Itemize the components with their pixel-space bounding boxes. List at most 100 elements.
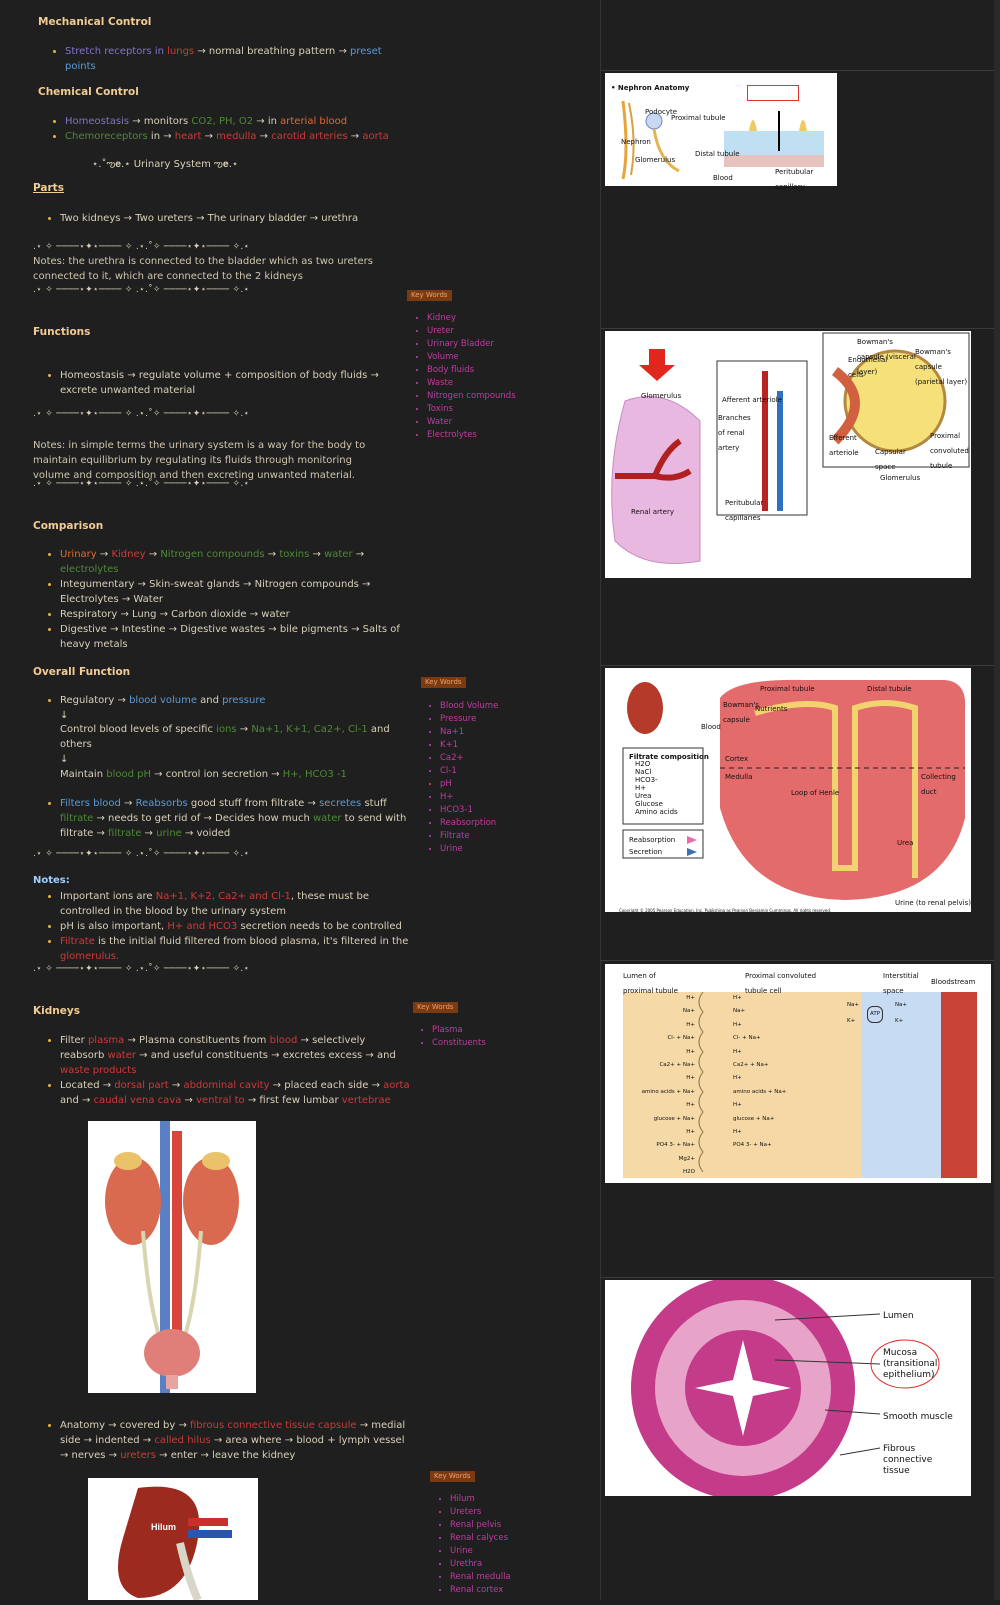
text-segment: →: [352, 549, 365, 560]
text-segment: →: [120, 798, 136, 809]
text-segment: water: [324, 549, 353, 560]
text-segment: filtrate: [60, 813, 94, 824]
label-text: Blood: [701, 723, 721, 731]
text-segment: arterial blood: [280, 116, 348, 127]
keyword-item: Constituents: [432, 1037, 486, 1050]
text-segment: CO2, PH, O2: [191, 116, 254, 127]
keywords-list: HilumUretersRenal pelvisRenal calycesUri…: [430, 1493, 511, 1597]
parts-heading: Parts: [33, 182, 64, 194]
note-paragraph: Notes: in simple terms the urinary syste…: [33, 440, 366, 481]
list-item: Two kidneys → Two ureters → The urinary …: [60, 211, 400, 226]
legend-box: [747, 85, 799, 101]
keywords-tag: Key Words: [421, 677, 466, 688]
text-segment: H+ and HCO3: [167, 921, 238, 932]
text-segment: medulla: [216, 131, 257, 142]
text-segment: aorta: [383, 1080, 410, 1091]
transport-row: H+: [686, 1129, 695, 1136]
text-segment: abdominal cavity: [183, 1080, 270, 1091]
keyword-item: Cl-1: [440, 765, 498, 778]
text-segment: Stretch receptors in: [65, 46, 168, 57]
text-segment: and others: [60, 724, 390, 750]
text-segment: glomerulus.: [60, 951, 120, 962]
filtrate-item: NaCl: [635, 768, 652, 776]
pump-label: K+: [895, 1018, 904, 1024]
text-segment: blood volume: [129, 695, 197, 706]
label-text: Urea: [897, 839, 914, 847]
list-item: Integumentary → Skin-sweat glands → Nitr…: [60, 577, 410, 607]
label-text: Medulla: [725, 773, 753, 781]
keyword-item: Hilum: [450, 1493, 511, 1506]
transport-row: glucose + Na+: [653, 1115, 695, 1122]
text-segment: Anatomy → covered by →: [60, 1420, 190, 1431]
section-title-urinary-system: ⋆.˚ఌ𝐞.⋆ Urinary System ఌ𝐞.⋆: [92, 159, 239, 170]
keywords-list: KidneyUreterUrinary BladderVolumeBody fl…: [407, 312, 516, 442]
keyword-item: Kidney: [427, 312, 516, 325]
text-segment: →: [181, 1095, 197, 1106]
text-segment: called hilus: [154, 1435, 211, 1446]
glomerulus-diagram: [611, 332, 970, 564]
text-segment: and →: [60, 1095, 94, 1106]
keywords-column: Key Words KidneyUreterUrinary BladderVol…: [400, 0, 600, 1600]
notes-column: Mechanical Control Stretch receptors in …: [0, 0, 410, 1602]
text-segment: water: [107, 1050, 137, 1061]
label-text: Renal artery: [631, 508, 674, 516]
legend-secretion: Secretion: [629, 848, 663, 856]
column-header: Bloodstream: [931, 978, 976, 986]
comparison-list: Urinary → Kidney → Nitrogen compounds → …: [35, 547, 410, 652]
text-segment: and: [197, 695, 223, 706]
list-item: Filters blood → Reabsorbs good stuff fro…: [60, 796, 410, 841]
transport-row: Na+: [733, 1008, 746, 1015]
label-text: Filtrate composition: [629, 753, 709, 761]
transport-row: PO4 3- + Na+: [733, 1142, 772, 1149]
tubule-diagram: [622, 679, 966, 900]
keyword-item: Toxins: [427, 403, 516, 416]
text-segment: stuff: [361, 798, 387, 809]
nephron-diagram: [621, 100, 824, 180]
text-line: Maintain blood pH → control ion secretio…: [60, 767, 410, 782]
keyword-item: Urine: [450, 1545, 511, 1558]
text-segment: preset points: [65, 46, 382, 72]
figure-title: • Nephron Anatomy: [611, 84, 690, 92]
overall-function-list: Regulatory → blood volume and pressure ↓…: [35, 693, 410, 841]
text-segment: heart: [174, 131, 202, 142]
label-text: Lumen: [883, 1311, 914, 1321]
scrollbar-track[interactable]: [994, 0, 1000, 1600]
divider: [601, 960, 1000, 961]
hilum-label: Hilum: [151, 1522, 176, 1532]
transport-figure: Lumen of proximal tubule Proximal convol…: [605, 964, 991, 1183]
divider: .⋆ ✧ ────⋆✦⋆──── ✧ .⋆.˚✧ ────⋆✦⋆──── ✧.⋆: [33, 964, 250, 974]
legend-reabsorption: Reabsorption: [629, 836, 676, 844]
transport-right-list: H+Na+H+Cl- + Na+H+Ca2+ + Na+H+amino acid…: [733, 992, 823, 1153]
notes-heading: Notes:: [33, 875, 70, 886]
text-segment: → monitors: [129, 116, 192, 127]
transport-row: Na+: [682, 1008, 695, 1015]
transport-row: amino acids + Na+: [641, 1088, 695, 1095]
label-text: Efferent arteriole: [829, 434, 859, 457]
list-item: Respiratory → Lung → Carbon dioxide → wa…: [60, 607, 410, 622]
text-segment: H+, HCO3 -1: [282, 769, 347, 780]
note-paragraph: Notes: the urethra is connected to the b…: [33, 256, 373, 282]
list-item: Urinary → Kidney → Nitrogen compounds → …: [60, 547, 410, 577]
label-text: Afferent arteriole: [722, 396, 782, 404]
hilum-illustration: Hilum: [118, 1486, 232, 1602]
pump-label: K+: [847, 1018, 856, 1024]
text-segment: plasma: [87, 1035, 125, 1046]
comparison-heading: Comparison: [33, 520, 104, 532]
list-item: Filtrate is the initial fluid filtered f…: [60, 934, 410, 964]
transport-row: Ca2+ + Na+: [659, 1062, 695, 1069]
text-segment: electrolytes: [60, 564, 119, 575]
text-segment: secretes: [319, 798, 362, 809]
label-text: Capsular space: [875, 448, 906, 471]
list-item: Located → dorsal part → abdominal cavity…: [60, 1078, 410, 1108]
hilum-image: Hilum: [88, 1478, 258, 1602]
divider: .⋆ ✧ ────⋆✦⋆──── ✧ .⋆.˚✧ ────⋆✦⋆──── ✧.⋆: [33, 242, 250, 252]
transport-row: H+: [733, 1129, 742, 1136]
transport-row: H+: [686, 1102, 695, 1109]
text-segment: vertebrae: [341, 1095, 391, 1106]
transport-row: H+: [733, 1048, 742, 1055]
divider: .⋆ ✧ ────⋆✦⋆──── ✧ .⋆.˚✧ ────⋆✦⋆──── ✧.⋆: [33, 479, 250, 489]
text-segment: Filters blood: [60, 798, 121, 809]
transport-diagram: [623, 991, 977, 1178]
text-segment: filtrate: [108, 828, 142, 839]
column-header: Lumen of proximal tubule: [623, 972, 678, 995]
